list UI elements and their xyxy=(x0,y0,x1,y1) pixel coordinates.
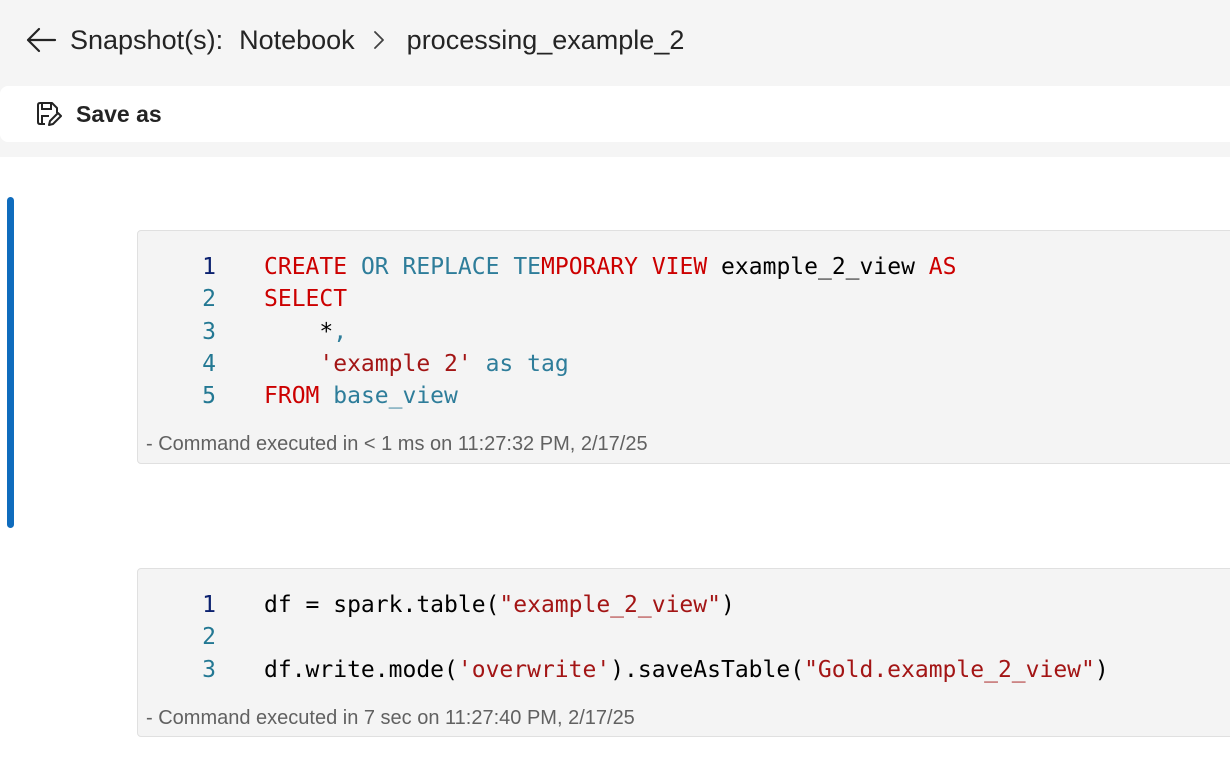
code-cell[interactable]: 1 df = spark.table("example_2_view") 2 3 df.… xyxy=(137,568,1230,737)
code-token: OR xyxy=(360,254,389,280)
save-as-label: Save as xyxy=(76,100,162,127)
code-text: df = spark.table("example_2_view") xyxy=(264,589,735,621)
code-token: base_view xyxy=(333,383,458,410)
line-number: 2 xyxy=(202,286,216,313)
code-token: "Gold.example_2_view" xyxy=(804,656,1095,683)
code-line: 3 *, xyxy=(138,316,1230,348)
arrow-left-icon xyxy=(26,27,57,53)
line-number: 4 xyxy=(202,350,216,377)
code-token: 'overwrite' xyxy=(457,656,611,683)
code-text: *, xyxy=(264,316,347,348)
code-line: 1 CREATE OR REPLACE TEMPORARY VIEW exampl… xyxy=(138,251,1230,283)
code-token xyxy=(499,254,513,280)
chevron-right-icon xyxy=(373,30,385,50)
code-text: CREATE OR REPLACE TEMPORARY VIEW example… xyxy=(264,251,956,283)
top-bar: Snapshot(s): Notebook processing_example… xyxy=(0,0,1230,157)
code-token: CREATE xyxy=(264,254,348,280)
code-text: df.write.mode('overwrite').saveAsTable("… xyxy=(264,654,1109,686)
breadcrumb-notebook[interactable]: Notebook xyxy=(239,24,355,55)
breadcrumb: Snapshot(s): Notebook processing_example… xyxy=(24,18,684,62)
active-cell-indicator xyxy=(7,197,14,528)
code-token: , xyxy=(333,318,348,345)
code-token: df.write.mode( xyxy=(264,656,458,683)
code-token: VIEW xyxy=(651,254,708,280)
code-token: TE xyxy=(513,254,542,280)
code-cell[interactable]: 1 CREATE OR REPLACE TEMPORARY VIEW exampl… xyxy=(137,230,1230,464)
code-editor[interactable]: 1 CREATE OR REPLACE TEMPORARY VIEW exampl… xyxy=(138,251,1230,412)
code-token: MPORARY xyxy=(541,254,638,280)
code-token: SELECT xyxy=(264,286,348,313)
code-token xyxy=(389,254,403,280)
breadcrumb-current: processing_example_2 xyxy=(406,24,685,55)
code-token: ) xyxy=(720,592,735,618)
snapshot-label: Snapshot(s): xyxy=(70,24,224,55)
line-number: 5 xyxy=(202,383,216,410)
line-number: 1 xyxy=(202,592,216,618)
code-token xyxy=(513,351,527,377)
code-text: FROM base_view xyxy=(264,380,458,412)
code-token: REPLACE xyxy=(402,254,500,280)
code-token xyxy=(472,351,486,377)
line-number: 3 xyxy=(202,318,216,345)
code-token: FROM xyxy=(264,383,320,410)
save-edit-icon xyxy=(34,100,62,128)
code-editor[interactable]: 1 df = spark.table("example_2_view") 2 3 df.… xyxy=(138,589,1230,686)
code-line: 4 'example 2' as tag xyxy=(138,348,1230,380)
code-token xyxy=(319,383,333,409)
code-text: SELECT xyxy=(264,283,347,315)
code-token: example_2_view xyxy=(707,254,929,280)
code-line: 5 FROM base_view xyxy=(138,380,1230,412)
back-button[interactable] xyxy=(24,23,58,57)
code-token: AS xyxy=(928,254,957,280)
code-token: as xyxy=(485,350,514,377)
code-text: 'example 2' as tag xyxy=(264,348,569,380)
line-number: 1 xyxy=(202,254,216,280)
code-token: df = spark.table( xyxy=(264,592,500,618)
code-token: 'example 2' xyxy=(319,350,472,377)
code-token: ) xyxy=(1094,656,1109,683)
code-line: 2 SELECT xyxy=(138,283,1230,315)
code-line: 3 df.write.mode('overwrite').saveAsTable(… xyxy=(138,654,1230,686)
code-line: 2 xyxy=(138,621,1230,653)
execution-status: - Command executed in < 1 ms on 11:27:32… xyxy=(146,433,648,455)
save-as-button[interactable]: Save as xyxy=(34,100,162,128)
execution-status: - Command executed in 7 sec on 11:27:40 … xyxy=(146,707,635,729)
code-token xyxy=(347,254,361,280)
code-token: tag xyxy=(527,350,569,377)
line-number: 3 xyxy=(202,656,216,683)
code-token xyxy=(264,351,319,377)
code-token: "example_2_view" xyxy=(499,592,721,618)
code-token: * xyxy=(264,318,334,345)
code-token: ).saveAsTable( xyxy=(610,656,805,683)
code-token xyxy=(638,254,652,280)
code-line: 1 df = spark.table("example_2_view") xyxy=(138,589,1230,621)
toolbar: Save as xyxy=(0,86,1230,142)
line-number: 2 xyxy=(202,624,216,651)
